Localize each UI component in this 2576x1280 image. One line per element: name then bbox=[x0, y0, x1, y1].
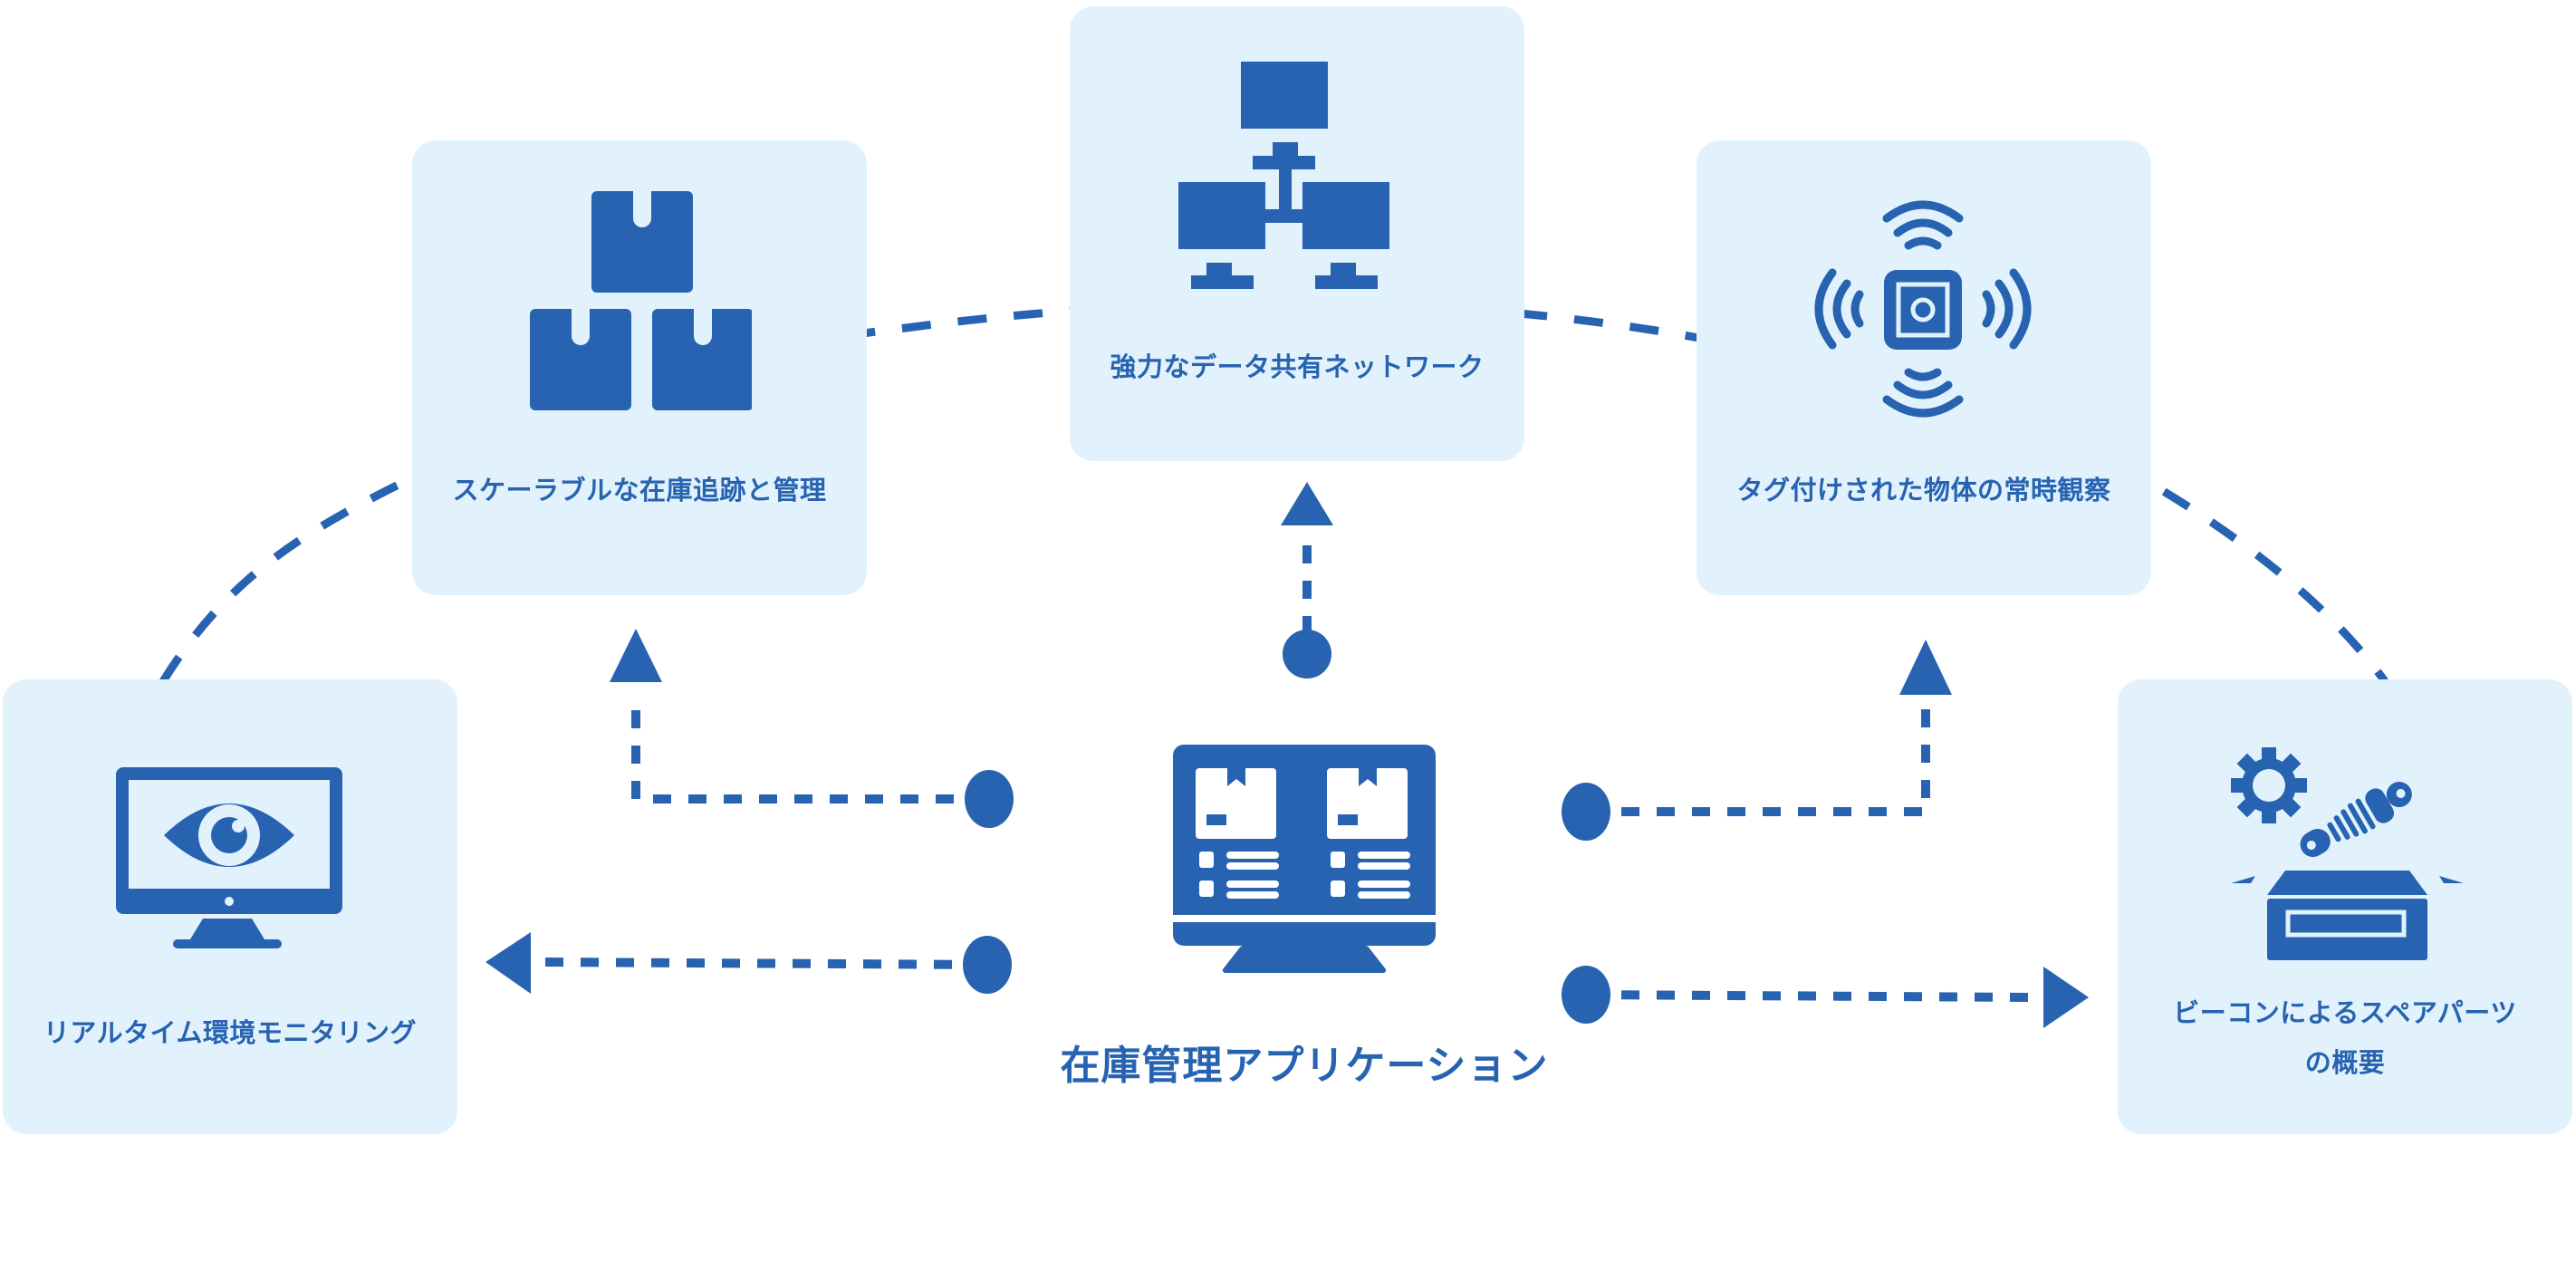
rfid-tag-signal-icon bbox=[1814, 200, 2032, 418]
node-label-line-2: の概要 bbox=[2304, 1047, 2386, 1078]
connector-dot bbox=[1562, 783, 1610, 841]
node-label: リアルタイム環境モニタリング bbox=[43, 1017, 418, 1048]
node-card-beacon-spare-parts: ビーコンによるスペアパーツ の概要 bbox=[2118, 679, 2572, 1134]
node-card-scalable-inventory: スケーラブルな在庫追跡と管理 bbox=[412, 140, 867, 595]
arrowhead-up-icon bbox=[610, 629, 662, 682]
arrowhead-up-icon bbox=[1281, 482, 1333, 525]
stacked-boxes-icon bbox=[530, 191, 752, 410]
spare-parts-box-icon bbox=[2231, 747, 2464, 960]
connector-dot bbox=[1283, 630, 1331, 678]
connector-dot bbox=[965, 770, 1014, 828]
monitor-eye-icon bbox=[116, 767, 342, 948]
arrowhead-left-icon bbox=[485, 932, 531, 994]
connector-dot bbox=[963, 936, 1012, 994]
node-label-line-1: ビーコンによるスペアパーツ bbox=[2173, 997, 2517, 1028]
arrowhead-right-icon bbox=[2043, 967, 2089, 1028]
connector-to-scalable-inventory bbox=[610, 629, 1014, 828]
node-label: 強力なデータ共有ネットワーク bbox=[1110, 351, 1485, 382]
node-card-real-time-monitoring: リアルタイム環境モニタリング bbox=[3, 679, 457, 1134]
network-icon bbox=[1178, 62, 1389, 289]
node-label: タグ付けされた物体の常時観察 bbox=[1736, 475, 2111, 505]
arrowhead-up-icon bbox=[1899, 640, 1952, 695]
connector-to-real-time-monitoring bbox=[485, 932, 1012, 994]
inventory-dashboard-monitor-icon bbox=[1173, 745, 1436, 973]
node-card-data-sharing-network: 強力なデータ共有ネットワーク bbox=[1070, 6, 1524, 461]
connector-to-data-sharing-network bbox=[1281, 482, 1333, 678]
app-title: 在庫管理アプリケーション bbox=[1060, 1043, 1549, 1089]
connector-to-beacon-spare-parts bbox=[1562, 966, 2089, 1028]
node-label: スケーラブルな在庫追跡と管理 bbox=[452, 475, 827, 505]
connector-dot bbox=[1562, 966, 1610, 1024]
connector-to-tag-observation bbox=[1562, 640, 1952, 841]
node-card-tag-observation: タグ付けされた物体の常時観察 bbox=[1697, 140, 2151, 595]
